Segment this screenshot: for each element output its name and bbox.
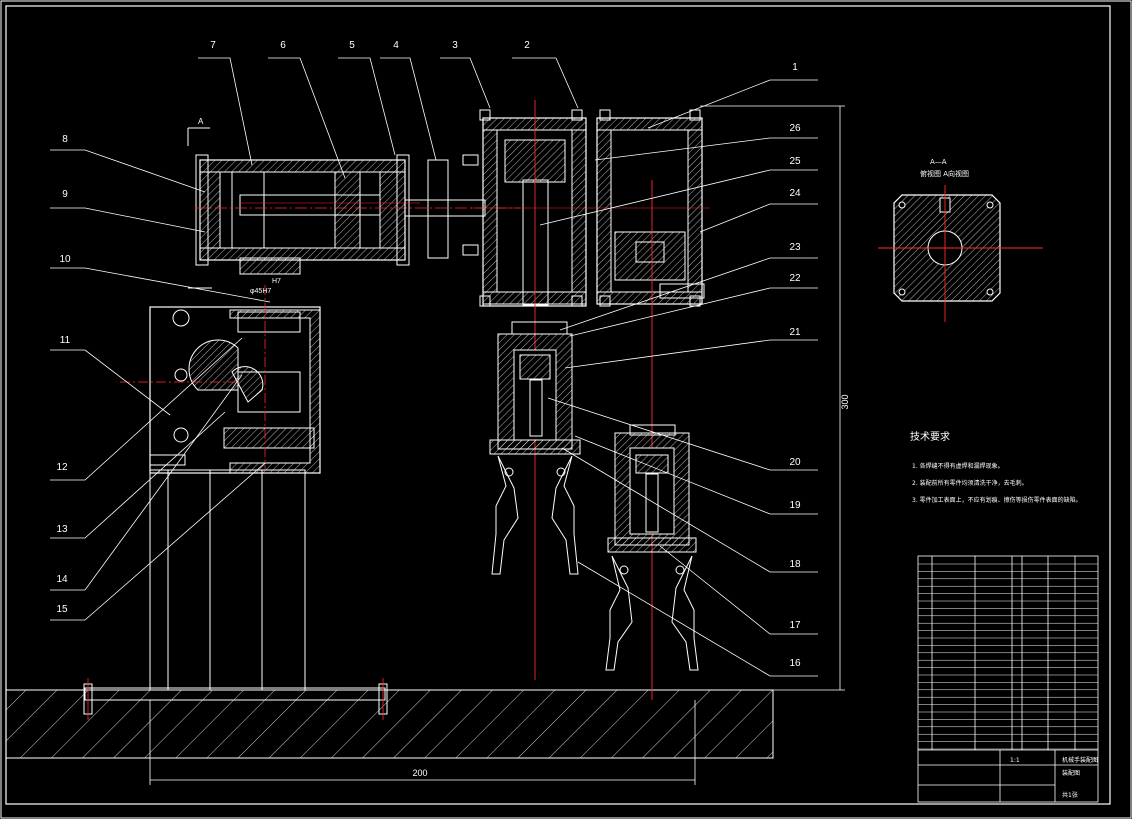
part-label-9: 9 bbox=[62, 189, 68, 200]
title-block-drawing-no: 装配图 bbox=[1062, 769, 1080, 777]
part-label-18: 18 bbox=[789, 559, 801, 570]
tech-req-item-1: 1. 各焊缝不得有虚焊和漏焊现象。 bbox=[912, 462, 1004, 470]
leader-line-16 bbox=[577, 561, 818, 677]
dimension-height-label: 300 bbox=[840, 394, 850, 409]
part-label-3: 3 bbox=[452, 40, 458, 51]
part-label-11: 11 bbox=[60, 335, 71, 346]
leader-line-10 bbox=[50, 267, 271, 303]
section-marker-label: A bbox=[198, 117, 204, 126]
part-label-14: 14 bbox=[56, 574, 68, 585]
part-label-2: 2 bbox=[524, 40, 530, 51]
arm-housing bbox=[462, 100, 710, 700]
leader-line-4 bbox=[380, 57, 437, 161]
leader-line-26 bbox=[594, 137, 818, 161]
part-label-5: 5 bbox=[349, 40, 355, 51]
leader-line-25 bbox=[539, 169, 818, 226]
technical-requirements: 技术要求 1. 各焊缝不得有虚焊和漏焊现象。 2. 装配前所有零件均须清洗干净，… bbox=[910, 430, 1082, 504]
leader-line-13 bbox=[50, 411, 226, 539]
title-block-scale: 1:1 bbox=[1010, 757, 1020, 764]
leader-line-24 bbox=[699, 203, 818, 233]
part-label-7: 7 bbox=[210, 40, 216, 51]
part-label-26: 26 bbox=[789, 123, 801, 134]
leader-line-11 bbox=[50, 349, 171, 416]
leader-line-14 bbox=[50, 374, 243, 591]
leader-line-8 bbox=[50, 149, 206, 193]
part-label-6: 6 bbox=[280, 40, 286, 51]
fit-label: H7 bbox=[272, 278, 281, 285]
title-block-name: 机械手装配图 bbox=[1062, 756, 1098, 764]
title-block-sheet: 共1张 bbox=[1062, 791, 1078, 799]
tech-req-title: 技术要求 bbox=[910, 430, 950, 443]
part-label-10: 10 bbox=[59, 254, 71, 265]
part-leaders: 1234567891011121314151617181920212223242… bbox=[50, 40, 818, 677]
part-label-19: 19 bbox=[789, 500, 801, 511]
right-gripper bbox=[605, 424, 699, 671]
dimension-base-label: 200 bbox=[412, 768, 427, 778]
part-label-22: 22 bbox=[789, 273, 801, 284]
section-view-title: A—A bbox=[930, 158, 947, 166]
stand-column bbox=[149, 469, 306, 691]
horizontal-cylinder bbox=[195, 154, 520, 275]
leader-line-23 bbox=[559, 257, 818, 331]
leader-line-22 bbox=[569, 287, 818, 337]
leader-line-3 bbox=[440, 57, 491, 109]
leader-line-18 bbox=[561, 447, 818, 573]
leader-line-17 bbox=[659, 545, 818, 635]
drawing-border-inner bbox=[5, 5, 1111, 805]
part-label-15: 15 bbox=[56, 604, 68, 615]
part-label-24: 24 bbox=[789, 188, 801, 199]
fit-label-2: φ45H7 bbox=[250, 288, 271, 295]
part-label-25: 25 bbox=[789, 156, 801, 167]
part-label-23: 23 bbox=[789, 242, 801, 253]
rotary-housing bbox=[120, 285, 321, 474]
left-gripper bbox=[489, 321, 581, 575]
dimension-height: 300 bbox=[700, 105, 850, 691]
parts-list-rows bbox=[918, 563, 1098, 750]
leader-line-12 bbox=[50, 337, 243, 481]
leader-line-5 bbox=[338, 57, 396, 156]
part-label-12: 12 bbox=[56, 462, 68, 473]
leader-line-2 bbox=[512, 57, 579, 109]
leader-line-7 bbox=[198, 57, 253, 166]
dimension-base: 200 bbox=[149, 700, 696, 785]
part-label-1: 1 bbox=[792, 62, 798, 73]
parts-list-table bbox=[917, 555, 1099, 803]
leader-line-9 bbox=[50, 207, 206, 233]
part-label-17: 17 bbox=[789, 620, 801, 631]
leader-line-21 bbox=[564, 339, 818, 369]
leader-line-20 bbox=[547, 397, 818, 471]
tech-req-item-3: 3. 零件加工表面上，不应有划痕、擦伤等损伤零件表面的缺陷。 bbox=[912, 496, 1082, 504]
leader-line-6 bbox=[268, 57, 346, 179]
ground-base bbox=[5, 678, 774, 759]
leader-line-1 bbox=[647, 79, 818, 129]
part-label-4: 4 bbox=[393, 40, 399, 51]
section-view-caption: 俯视图 A向视图 bbox=[920, 169, 969, 178]
part-label-21: 21 bbox=[789, 327, 801, 338]
leader-line-19 bbox=[574, 435, 818, 515]
connecting-rod bbox=[404, 159, 486, 259]
part-label-20: 20 bbox=[789, 457, 801, 468]
tech-req-item-2: 2. 装配前所有零件均须清洗干净，去毛刺。 bbox=[912, 479, 1028, 487]
leader-line-15 bbox=[50, 462, 266, 621]
part-label-16: 16 bbox=[789, 658, 801, 669]
part-label-13: 13 bbox=[56, 524, 68, 535]
section-view-a: A—A 俯视图 A向视图 bbox=[878, 158, 1043, 322]
part-label-8: 8 bbox=[62, 134, 68, 145]
